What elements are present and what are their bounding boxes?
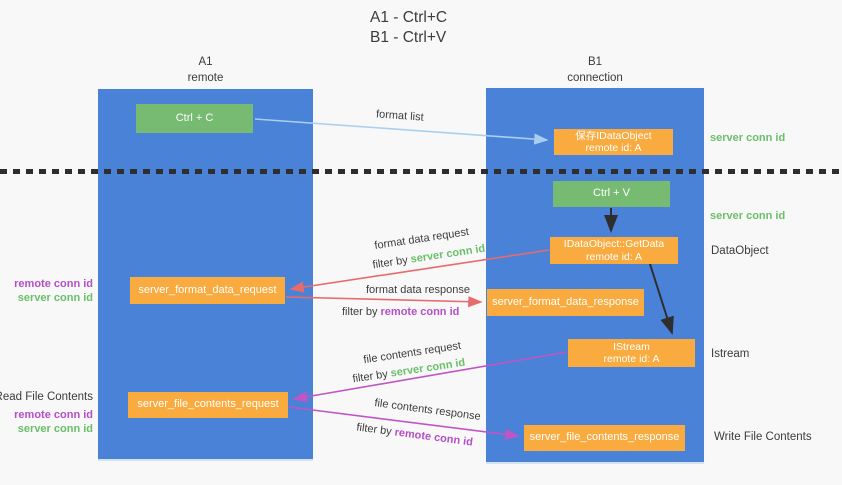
- diagram-title-line2: B1 - Ctrl+V: [370, 29, 447, 46]
- node-ctrl-c: Ctrl + C: [136, 104, 253, 133]
- filter-by-text: filter by: [351, 367, 392, 386]
- session-separator-dashed-line: [0, 169, 842, 174]
- node-istream-line1: IStream: [613, 340, 650, 353]
- label-server-conn-id-right-top: server conn id: [710, 132, 786, 144]
- edge-label-format-response-filter: filter by remote conn id: [342, 306, 459, 318]
- filter-by-text: filter by: [355, 421, 396, 439]
- diagram-title-line1: A1 - Ctrl+C: [370, 9, 448, 26]
- node-save-idataobject-line1: 保存IDataObject: [575, 129, 652, 142]
- node-ctrl-v-label: Ctrl + V: [593, 187, 630, 200]
- label-remote-conn-id-left-top: remote conn id: [14, 278, 93, 290]
- column-header-b1: B1 connection: [486, 55, 704, 86]
- column-b1-subtitle: connection: [567, 71, 623, 84]
- label-write-file-contents: Write File Contents: [714, 431, 812, 443]
- node-idataobject-getdata-line1: IDataObject::GetData: [563, 238, 665, 251]
- node-server-format-data-request: server_format_data_request: [130, 277, 285, 304]
- node-server-file-contents-request: server_file_contents_request: [128, 392, 288, 418]
- node-server-format-data-request-label: server_format_data_request: [138, 283, 277, 296]
- edge-label-file-response-filter: filter by remote conn id: [356, 421, 474, 448]
- column-a1-name: A1: [198, 56, 213, 68]
- node-server-file-contents-response-label: server_file_contents_response: [529, 431, 680, 444]
- column-header-a1: A1 remote: [98, 55, 313, 86]
- remote-conn-id-key: remote conn id: [393, 426, 474, 449]
- node-server-file-contents-response: server_file_contents_response: [524, 425, 685, 451]
- format-response-arrow: [285, 296, 483, 308]
- label-remote-conn-id-left-bottom: remote conn id: [14, 409, 93, 421]
- node-idataobject-getdata: IDataObject::GetData remote id: A: [550, 237, 678, 264]
- server-conn-id-key: server conn id: [409, 242, 486, 266]
- remote-conn-id-key: remote conn id: [380, 306, 460, 318]
- edge-label-file-contents-response: file contents response: [373, 397, 482, 423]
- label-istream: Istream: [711, 348, 750, 360]
- label-read-file-contents: Read File Contents: [0, 391, 93, 403]
- column-b1-name: B1: [587, 56, 603, 68]
- label-server-conn-id-right-mid: server conn id: [710, 210, 786, 222]
- node-server-format-data-response: server_format_data_response: [487, 289, 644, 316]
- node-save-idataobject: 保存IDataObject remote id: A: [554, 129, 673, 155]
- filter-by-text: filter by: [342, 306, 381, 318]
- node-istream-line2: remote id: A: [603, 353, 660, 365]
- label-dataobject: DataObject: [711, 245, 769, 257]
- edge-label-format-list: format list: [375, 108, 425, 124]
- node-istream: IStream remote id: A: [568, 339, 695, 367]
- node-server-file-contents-request-label: server_file_contents_request: [137, 398, 279, 411]
- node-ctrl-c-label: Ctrl + C: [175, 111, 214, 124]
- node-ctrl-v: Ctrl + V: [553, 181, 670, 207]
- node-save-idataobject-line2: remote id: A: [585, 142, 642, 154]
- node-server-format-data-response-label: server_format_data_response: [492, 295, 639, 308]
- edge-label-format-data-response: format data response: [366, 284, 470, 296]
- label-server-conn-id-left-top: server conn id: [17, 292, 93, 304]
- label-server-conn-id-left-bottom: server conn id: [17, 423, 93, 435]
- node-idataobject-getdata-line2: remote id: A: [585, 250, 643, 263]
- filter-by-text: filter by: [371, 253, 412, 272]
- column-a1-subtitle: remote: [187, 71, 224, 84]
